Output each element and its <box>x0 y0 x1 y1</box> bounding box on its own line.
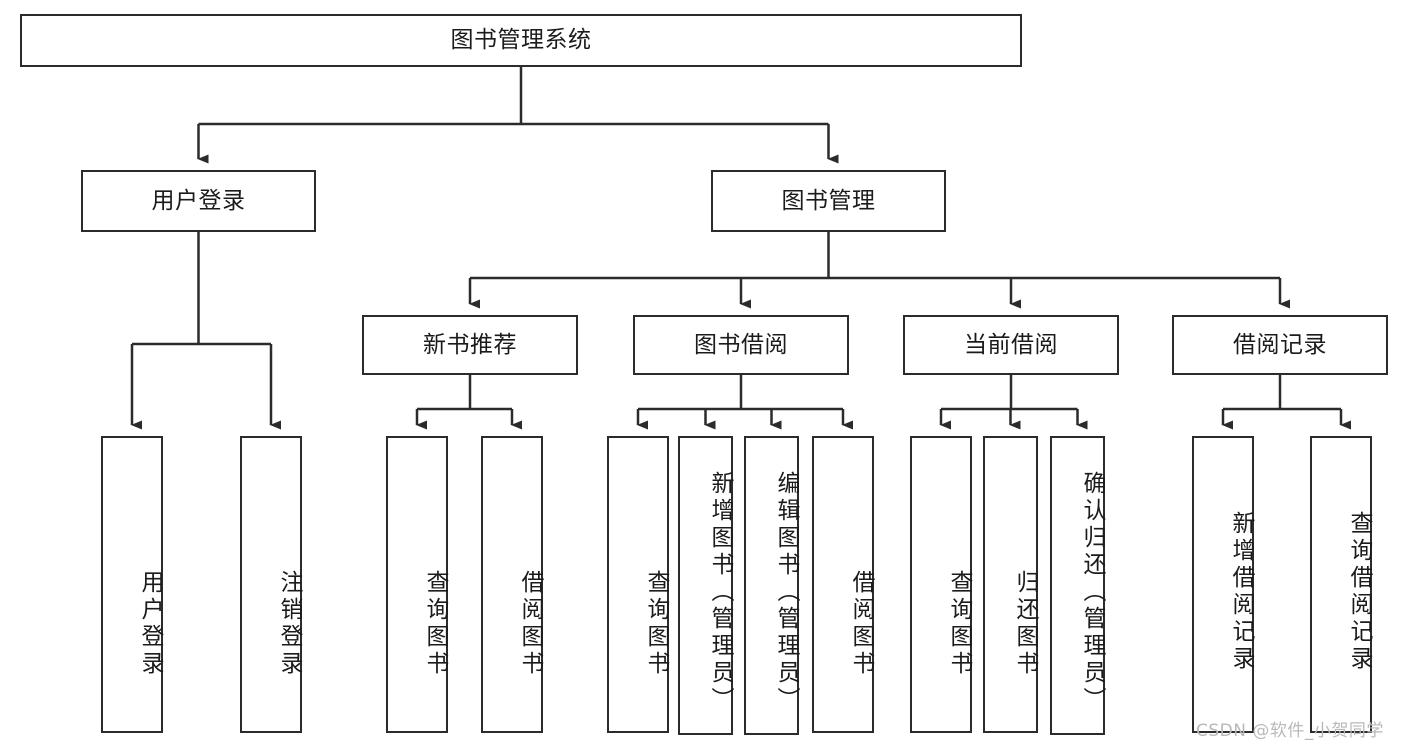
leaf-logout-login[interactable]: 注销登录 <box>240 436 302 733</box>
leaf-query-books-under-current-borrowing[interactable]: 查询图书 <box>910 436 972 733</box>
leaf-label: 借阅图书 <box>848 569 874 678</box>
leaf-confirm-return-admin[interactable]: 确认归还（管理员） <box>1050 436 1105 735</box>
leaf-label: 用户登录 <box>137 569 163 678</box>
node-user-login[interactable]: 用户登录 <box>81 170 316 232</box>
node-new-book-recommendation[interactable]: 新书推荐 <box>362 315 578 375</box>
leaf-label: 编辑图书（管理员） <box>773 471 799 714</box>
leaf-label: 确认归还（管理员） <box>1079 471 1105 714</box>
leaf-user-login[interactable]: 用户登录 <box>101 436 163 733</box>
leaf-label: 新增图书（管理员） <box>707 471 733 714</box>
leaf-label: 注销登录 <box>276 569 302 678</box>
leaf-add-book-admin[interactable]: 新增图书（管理员） <box>678 436 733 735</box>
leaf-query-borrowing-record[interactable]: 查询借阅记录 <box>1310 436 1372 733</box>
csdn-watermark: CSDN @软件_小贺同学 <box>1196 721 1384 741</box>
node-current-borrowing[interactable]: 当前借阅 <box>903 315 1119 375</box>
leaf-label: 借阅图书 <box>517 569 543 678</box>
leaf-query-books-under-new-book-recommendation[interactable]: 查询图书 <box>386 436 448 733</box>
leaf-label: 查询图书 <box>643 569 669 678</box>
node-book-borrowing[interactable]: 图书借阅 <box>633 315 849 375</box>
leaf-label: 新增借阅记录 <box>1228 510 1254 673</box>
leaf-label: 查询图书 <box>422 569 448 678</box>
leaf-add-borrowing-record[interactable]: 新增借阅记录 <box>1192 436 1254 733</box>
leaf-return-books[interactable]: 归还图书 <box>983 436 1038 733</box>
leaf-borrow-books-under-book-borrowing[interactable]: 借阅图书 <box>812 436 874 733</box>
node-root-book-management-system[interactable]: 图书管理系统 <box>20 14 1022 67</box>
node-book-management[interactable]: 图书管理 <box>711 170 946 232</box>
leaf-label: 查询图书 <box>946 569 972 678</box>
node-borrowing-records[interactable]: 借阅记录 <box>1172 315 1388 375</box>
leaf-query-books-under-book-borrowing[interactable]: 查询图书 <box>607 436 669 733</box>
leaf-label: 查询借阅记录 <box>1346 510 1372 673</box>
leaf-label: 归还图书 <box>1012 569 1038 678</box>
leaf-edit-book-admin[interactable]: 编辑图书（管理员） <box>744 436 799 735</box>
leaf-borrow-books-under-new-book-recommendation[interactable]: 借阅图书 <box>481 436 543 733</box>
